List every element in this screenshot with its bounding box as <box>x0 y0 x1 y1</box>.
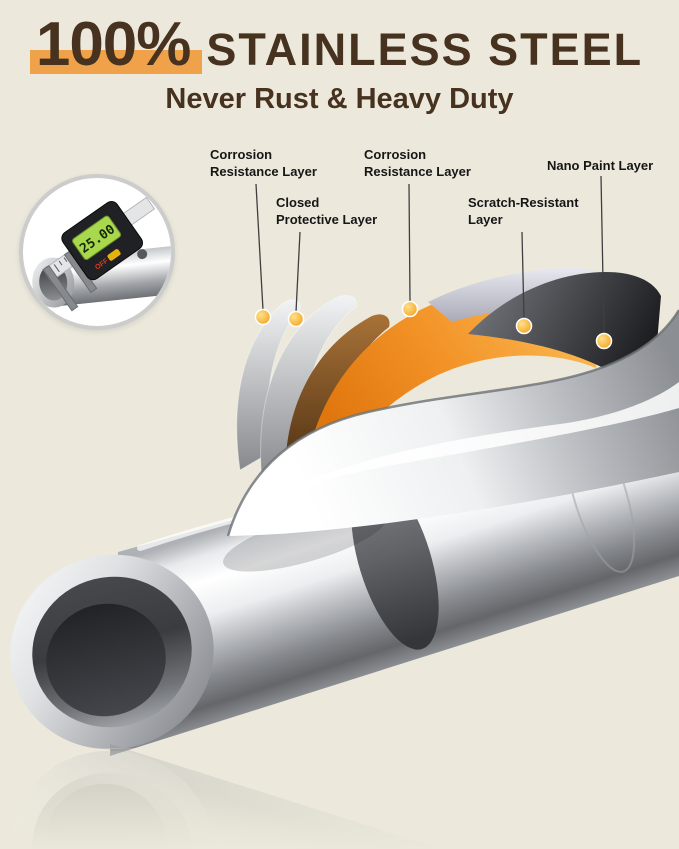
callout-corrosion-layer-1: Corrosion Resistance Layer <box>210 147 317 179</box>
leader-line-1 <box>255 183 264 311</box>
caliper-thumb-wheel <box>137 249 148 260</box>
caliper-inset-graphic: 25.00 OFF <box>32 196 171 312</box>
layer-dot-5 <box>595 332 613 350</box>
callout-corrosion-layer-2: Corrosion Resistance Layer <box>364 147 471 179</box>
layer-dot-4 <box>515 317 533 335</box>
layer-dot-2 <box>287 310 305 328</box>
leader-line-3 <box>408 183 411 303</box>
leader-line-5 <box>600 175 605 335</box>
callout-dots <box>254 300 613 350</box>
caliper-lcd-screen <box>72 215 122 260</box>
caliper-inset-circle: 25.00 OFF <box>19 174 175 330</box>
callout-nano-paint-layer: Nano Paint Layer <box>547 158 654 173</box>
reflection-fade <box>0 748 679 849</box>
leader-line-4 <box>521 231 525 320</box>
layer-sheet-steel-edge <box>226 309 679 537</box>
callout-closed-protective-layer: Closed Protective Layer <box>276 195 378 227</box>
title-100-text: 100% <box>35 10 192 79</box>
caliper-button <box>107 249 121 261</box>
layer-dot-1 <box>254 308 272 326</box>
layer-dot-3 <box>401 300 419 318</box>
title-100-percent: 100% <box>29 14 203 76</box>
pipe-scene <box>10 267 679 756</box>
layer-sheet-steel-spec <box>256 382 679 506</box>
leader-line-2 <box>295 231 301 313</box>
pipe-opening-depth <box>46 603 166 717</box>
callout-lines <box>255 175 605 335</box>
header: 100% STAINLESS STEEL Never Rust & Heavy … <box>0 0 679 116</box>
caliper-fixed-jaw <box>42 264 79 312</box>
callout-scratch-resistant-layer: Scratch-Resistant Layer <box>468 195 579 227</box>
inset-caliper: 25.00 OFF <box>42 196 156 312</box>
subtitle: Never Rust & Heavy Duty <box>165 83 514 115</box>
title-stainless-steel: STAINLESS STEEL <box>206 24 644 75</box>
layer-sheet-steel <box>228 310 679 536</box>
page-title: 100% STAINLESS STEEL <box>0 14 679 76</box>
